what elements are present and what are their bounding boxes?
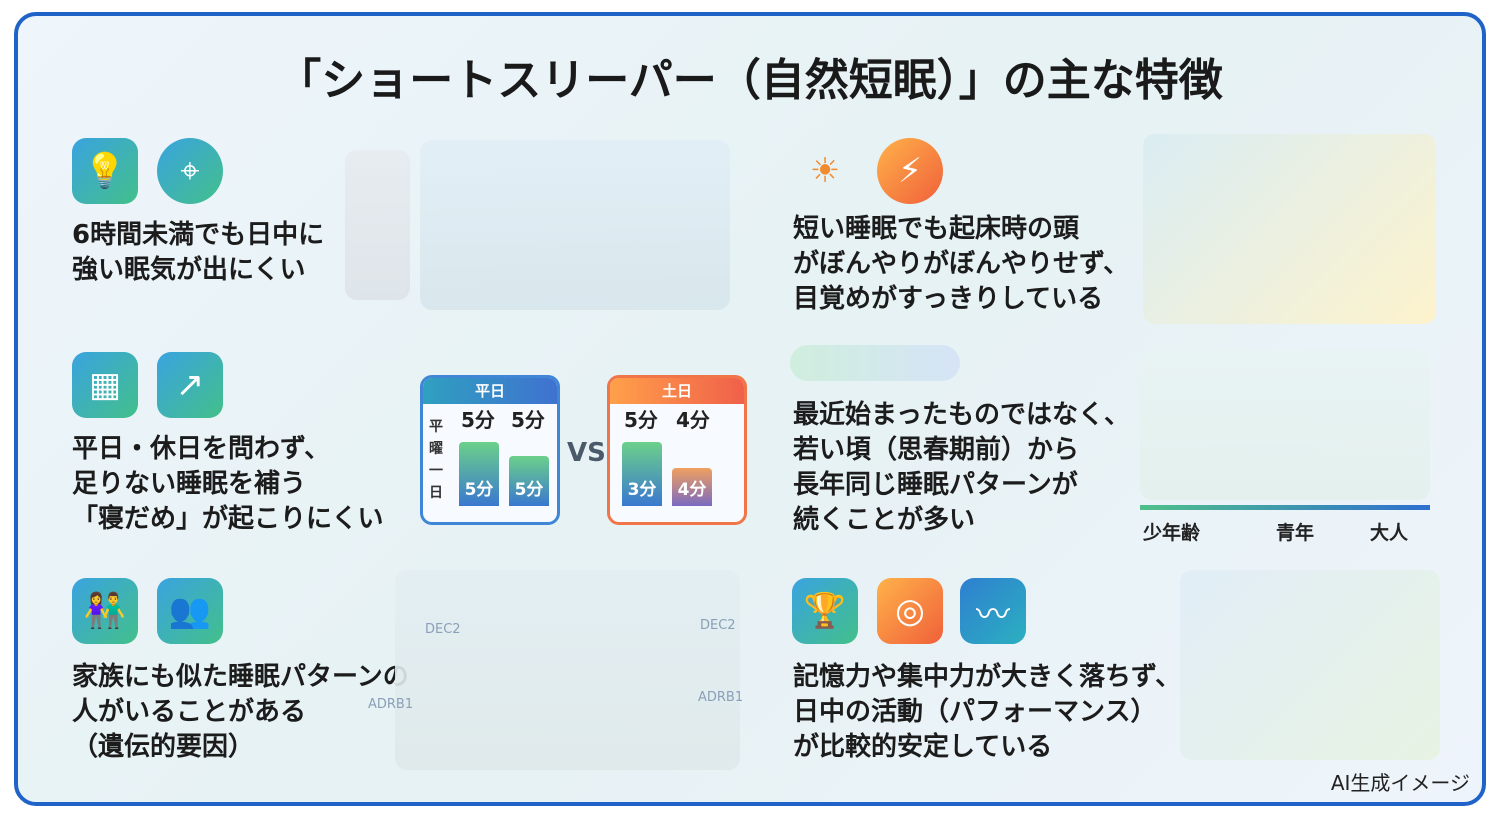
chart-icon: ↗: [157, 352, 223, 418]
waking-up-illustration: [1143, 134, 1436, 324]
lightbulb-icon: 💡: [72, 138, 138, 204]
feature-text-5: 最近始まったものではなく、 若い頃（思春期前）から 長年同じ睡眠パターンが 続く…: [793, 400, 1130, 535]
weekday-header: 平日: [423, 378, 557, 404]
group-icon: 👥: [157, 578, 223, 644]
gene-label: ADRB1: [368, 697, 414, 712]
feature-text-1: 6時間未満でも日中に 強い眠気が出にくい: [72, 220, 325, 285]
feature-text-3: 家族にも似た睡眠パターンの 人がいることがある （遺伝的要因）: [72, 662, 409, 762]
weekend-top-value: 4分: [676, 408, 710, 432]
age-timeline-arrow: [1140, 505, 1430, 510]
ai-generated-label: AI生成イメージ: [1330, 771, 1470, 795]
weekend-top-value: 5分: [624, 408, 658, 432]
weekend-header: 土日: [610, 378, 744, 404]
feature-text-4: 短い睡眠でも起床時の頭 がぼんやりがぼんやりせず、 目覚めがすっきりしている: [793, 214, 1130, 314]
weekday-bar: 5分: [459, 442, 499, 506]
trophy-icon: 🏆: [792, 578, 858, 644]
weekend-calendar: 土日 5分 4分 3分 4分: [607, 375, 747, 525]
target-icon: ⌖: [157, 138, 223, 204]
feature-text-2: 平日・休日を問わず、 足りない睡眠を補う 「寝だめ」が起こりにくい: [72, 434, 384, 534]
lightning-icon: ⚡: [877, 138, 943, 204]
weekday-side-label: 平 曜 一 日: [429, 419, 443, 501]
sleepy-faces-illustration: [345, 150, 410, 300]
page-title: 「ショートスリーパー（自然短眠）」の主な特徴: [277, 55, 1223, 106]
gene-label: DEC2: [425, 622, 461, 637]
weekday-top-value: 5分: [511, 408, 545, 432]
weekend-bar: 3分: [622, 442, 662, 506]
focus-icon: ◎: [877, 578, 943, 644]
age-label: 大人: [1370, 522, 1409, 544]
growth-illustration: [1140, 350, 1430, 500]
age-label: 青年: [1276, 522, 1315, 544]
feature-text-6: 記憶力や集中力が大きく落ちず、 日中の活動（パフォーマンス） が比較的安定してい…: [793, 662, 1182, 762]
weekday-top-value: 5分: [461, 408, 495, 432]
person-working-illustration: [420, 140, 730, 310]
gene-label: ADRB1: [698, 690, 744, 705]
weekend-bar: 4分: [672, 468, 712, 506]
sunrise-icon: ☀: [809, 151, 841, 191]
vs-label: VS: [567, 438, 606, 468]
timeline-connector: [790, 345, 960, 381]
age-label: 少年齢: [1143, 522, 1201, 544]
calendar-icon: ▦: [72, 352, 138, 418]
family-illustration: [395, 570, 740, 770]
weekday-bar: 5分: [509, 456, 549, 506]
weekday-calendar: 平日 平 曜 一 日 5分 5分 5分 5分: [420, 375, 560, 525]
family-icon: 👫: [72, 578, 138, 644]
pulse-icon: 〰: [960, 578, 1026, 644]
gene-label: DEC2: [700, 618, 736, 633]
businessman-illustration: [1180, 570, 1440, 760]
